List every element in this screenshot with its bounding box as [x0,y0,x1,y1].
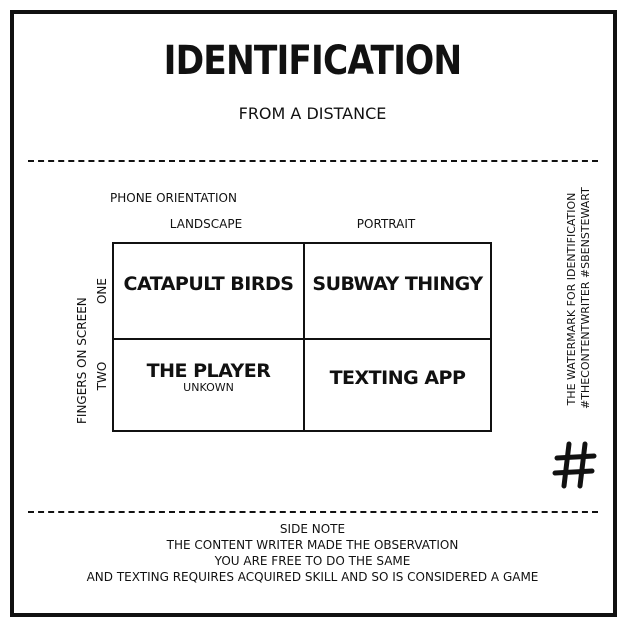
grid-cell-landscape-two: THE PLAYER UNKOWN [114,360,303,394]
grid-cell-landscape-one: CATAPULT BIRDS [114,273,303,295]
top-dashed-divider [28,160,598,162]
watermark-line-1: THE WATERMARK FOR IDENTIFICATION [565,192,578,406]
two-by-two-grid: CATAPULT BIRDS SUBWAY THINGY THE PLAYER … [112,242,492,432]
page-title: IDENTIFICATION [163,38,463,84]
hash-icon [552,441,597,489]
cell-label: CATAPULT BIRDS [123,273,294,295]
bottom-dashed-divider [28,511,598,513]
side-note-line: AND TEXTING REQUIRES ACQUIRED SKILL AND … [86,570,539,584]
row-label-one: ONE [95,278,109,305]
fingers-on-screen-label: FINGERS ON SCREEN [75,297,89,424]
side-note-line: YOU ARE FREE TO DO THE SAME [214,554,411,568]
cell-label: SUBWAY THINGY [312,273,483,295]
side-note: SIDE NOTE THE CONTENT WRITER MADE THE OB… [0,521,625,585]
cell-label: TEXTING APP [329,367,466,389]
cell-label: THE PLAYER [146,360,271,382]
grid-horizontal-divider [114,338,490,340]
watermark-line-2: #THECONTENTWRITER #SBENSTEWART [579,187,592,409]
comic-frame [10,10,617,617]
column-label-portrait: PORTRAIT [356,217,416,231]
side-note-heading: SIDE NOTE [279,522,346,536]
watermark-text: THE WATERMARK FOR IDENTIFICATION #THECON… [565,187,593,409]
row-label-two: TWO [95,361,109,391]
grid-vertical-divider [303,244,305,430]
column-label-landscape: LANDSCAPE [169,217,243,231]
page-subtitle: FROM A DISTANCE [238,104,387,123]
cell-sublabel: UNKOWN [183,381,234,394]
grid-cell-portrait-one: SUBWAY THINGY [305,273,490,295]
grid-cell-portrait-two: TEXTING APP [305,367,490,389]
phone-orientation-heading: PHONE ORIENTATION [110,191,237,205]
side-note-line: THE CONTENT WRITER MADE THE OBSERVATION [166,538,459,552]
